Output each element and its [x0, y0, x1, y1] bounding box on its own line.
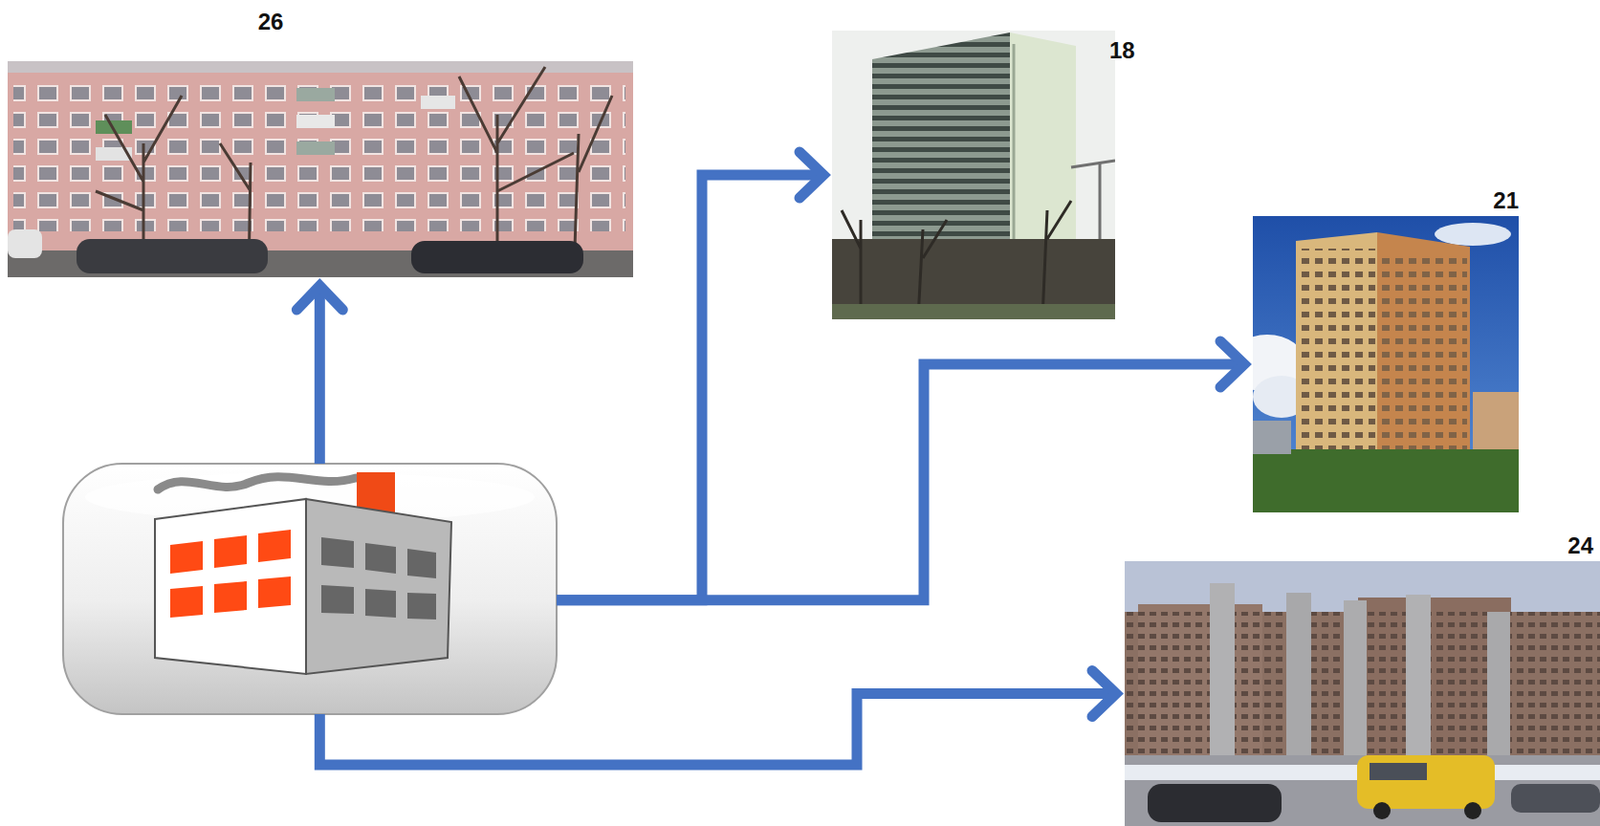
arrow-line	[556, 364, 1241, 601]
arrow-line	[314, 289, 326, 464]
arrow-head	[799, 152, 824, 198]
flow-arrow	[296, 285, 343, 464]
building-photo: 26	[7, 61, 634, 278]
building-photo	[1124, 561, 1600, 826]
building-photo	[7, 61, 634, 278]
flow-arrow	[556, 341, 1245, 601]
building-photo	[832, 30, 1116, 320]
building-photo	[1252, 216, 1519, 513]
flow-arrow	[319, 671, 1117, 767]
factory-icon	[63, 463, 557, 715]
callout-number: 26	[258, 8, 285, 36]
building-photo: 18	[832, 30, 1116, 320]
arrow-line	[319, 694, 1113, 767]
building-photo: 21	[1252, 216, 1519, 513]
arrow-head	[1220, 341, 1245, 388]
callout-number: 18	[1109, 37, 1136, 65]
arrow-line	[556, 175, 820, 601]
arrow-head	[296, 285, 343, 310]
factory-box	[63, 463, 557, 715]
callout-number: 24	[1567, 532, 1594, 560]
callout-number: 21	[1492, 187, 1519, 215]
arrow-head	[1092, 671, 1117, 718]
flow-arrow	[556, 152, 824, 601]
building-photo: 24	[1124, 561, 1600, 826]
